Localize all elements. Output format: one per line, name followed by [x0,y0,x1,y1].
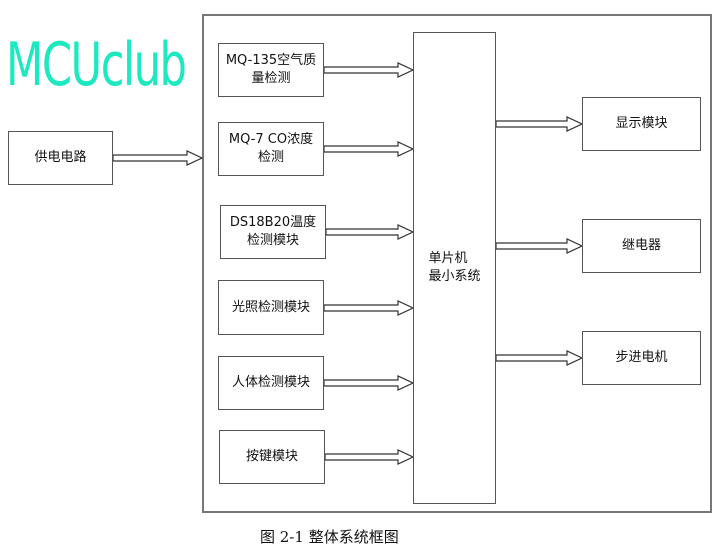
arrow-output [495,238,584,254]
watermark: MCUclub [6,30,187,100]
arrow-input [323,141,415,157]
arrow-input [324,449,415,465]
stepper-motor-block: 步进电机 [582,331,701,385]
arrow-input [323,300,415,316]
arrow-input [323,375,415,391]
mq135-block: MQ-135空气质量检测 [218,43,324,97]
arrow-power [112,150,204,166]
system-boundary [202,14,712,513]
human-detect-block: 人体检测模块 [218,356,324,410]
mq7-block: MQ-7 CO浓度检测 [218,122,324,176]
light-sensor-block: 光照检测模块 [218,280,324,335]
mcu-block: 单片机 最小系统 [413,32,496,504]
arrow-output [495,350,584,366]
arrow-input [323,62,415,78]
ds18b20-block: DS18B20温度检测模块 [220,205,326,259]
key-block: 按键模块 [219,430,325,484]
arrow-output [495,116,584,132]
power-supply-block: 供电电路 [8,131,113,185]
arrow-input [325,224,415,240]
relay-block: 继电器 [582,219,701,273]
display-block: 显示模块 [582,97,701,151]
figure-caption: 图 2-1 整体系统框图 [260,528,399,546]
